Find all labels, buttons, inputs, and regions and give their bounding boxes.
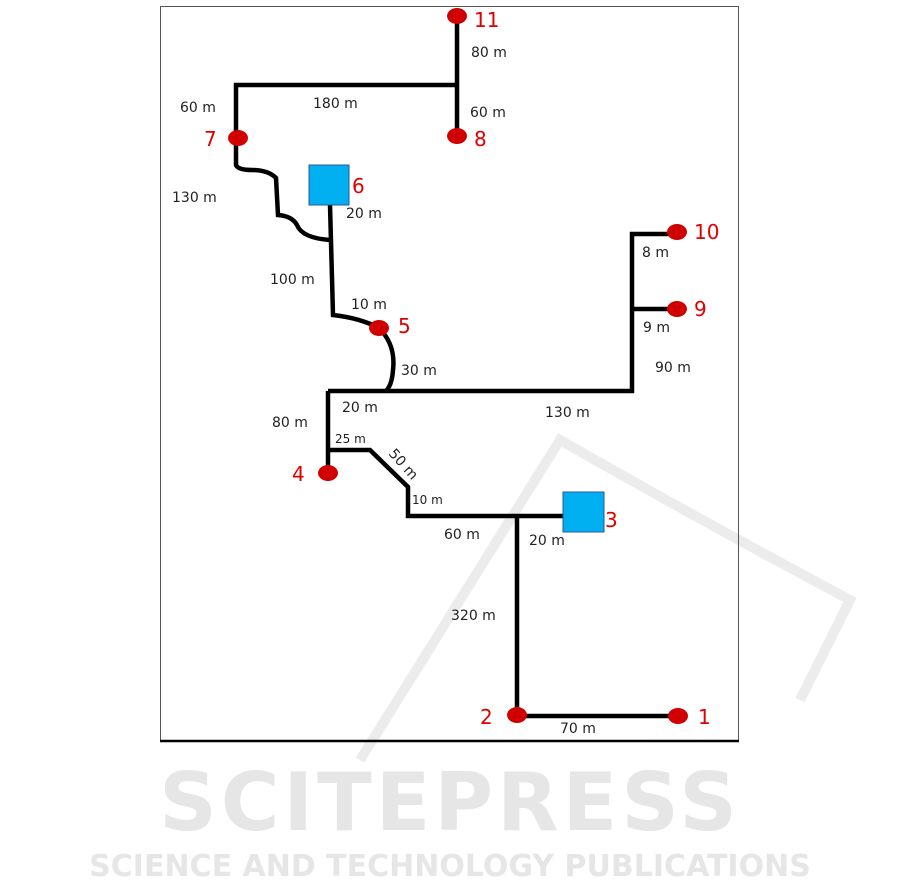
nodes (228, 8, 688, 724)
length-label: 8 m (642, 245, 669, 261)
length-label: 80 m (272, 415, 308, 431)
length-label: 80 m (471, 45, 507, 61)
length-label: 20 m (346, 206, 382, 222)
length-label: 9 m (643, 320, 670, 336)
pipe-main-10 (328, 231, 676, 394)
length-label: 90 m (655, 360, 691, 376)
node-label-5: 5 (398, 314, 411, 338)
pipe-top-7 (233, 82, 457, 138)
length-label: 70 m (560, 721, 596, 737)
length-label: 10 m (351, 297, 387, 313)
pipes (233, 17, 678, 719)
node-8 (447, 128, 467, 144)
length-label: 100 m (270, 272, 315, 288)
node-10 (667, 224, 687, 240)
node-label-3: 3 (605, 508, 618, 532)
length-label: 10 m (412, 493, 443, 507)
length-label: 60 m (470, 105, 506, 121)
length-label: 130 m (545, 405, 590, 421)
node-label-6: 6 (352, 174, 365, 198)
length-label: 50 m (385, 446, 421, 483)
node-2 (507, 707, 527, 723)
length-label: 130 m (172, 190, 217, 206)
length-label: 60 m (180, 100, 216, 116)
node-9 (667, 301, 687, 317)
node-label-2: 2 (480, 705, 493, 729)
node-label-1: 1 (698, 705, 711, 729)
node-label-8: 8 (474, 127, 487, 151)
tank-3-icon (562, 491, 605, 533)
watermark-title: SCITEPRESS (159, 756, 741, 849)
length-label: 180 m (313, 96, 358, 112)
node-1 (668, 708, 688, 724)
node-label-10: 10 (694, 220, 719, 244)
node-7 (228, 130, 248, 146)
watermark: SCITEPRESS SCIENCE AND TECHNOLOGY PUBLIC… (89, 433, 857, 884)
watermark-logo-shape (355, 433, 857, 763)
node-5 (369, 320, 389, 336)
node-label-9: 9 (694, 297, 707, 321)
node-4 (318, 465, 338, 481)
length-label: 30 m (401, 363, 437, 379)
pipe-7-junction (233, 138, 331, 243)
node-label-7: 7 (204, 127, 217, 151)
length-label: 20 m (342, 400, 378, 416)
node-11 (447, 8, 467, 24)
figure-frame (160, 6, 739, 741)
pipe-6-5-main (327, 204, 396, 393)
watermark-subtitle: SCIENCE AND TECHNOLOGY PUBLICATIONS (89, 849, 811, 884)
node-label-4: 4 (292, 462, 305, 486)
tank-6-icon (308, 164, 350, 206)
pipe-junction-3 (328, 447, 563, 519)
length-label: 320 m (451, 608, 496, 624)
length-label: 25 m (335, 432, 366, 446)
length-label: 20 m (529, 533, 565, 549)
length-label: 60 m (444, 527, 480, 543)
node-label-11: 11 (474, 8, 499, 32)
